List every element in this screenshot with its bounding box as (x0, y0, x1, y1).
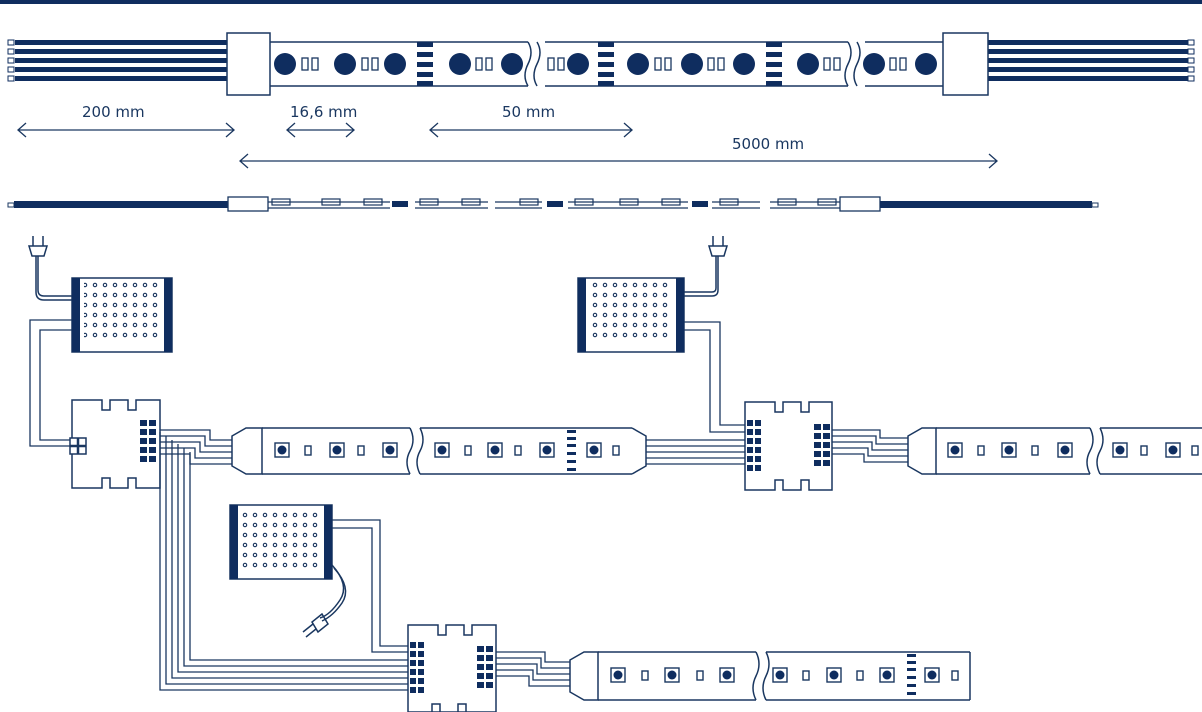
led (915, 53, 937, 75)
controller2-output-wires (832, 429, 908, 463)
strip1-to-controller2-wires (646, 439, 745, 465)
right-end-cap (942, 32, 989, 96)
plug-icon (302, 564, 347, 638)
dimension-arrows (17, 122, 998, 169)
strip1-leds (274, 430, 620, 471)
psu3-wires (332, 519, 408, 653)
strip-detail-cut-pads (417, 42, 782, 86)
power-supply-icon (577, 277, 685, 353)
strip-length-label: 5000 mm (732, 135, 804, 153)
led (733, 53, 755, 75)
led (384, 53, 406, 75)
connector-icon (569, 651, 599, 701)
plug-icon (684, 236, 729, 297)
psu1-wires (29, 319, 72, 447)
psu2-wires (684, 321, 745, 433)
strip-body (270, 41, 943, 87)
led-strip-icon (262, 427, 647, 475)
lead-length-label: 200 mm (82, 103, 145, 121)
rgb-controller-icon (744, 401, 833, 491)
left-lead-wires (7, 39, 227, 82)
led-strip-icon (598, 651, 971, 701)
led (501, 53, 523, 75)
led (681, 53, 703, 75)
strip-detail-leds (274, 53, 937, 75)
strip2-leds (947, 442, 1199, 458)
controller3-output-wires (496, 651, 570, 687)
led (863, 53, 885, 75)
strip-detail (7, 32, 1195, 96)
right-lead-wires (988, 39, 1195, 82)
power-supply-icon (229, 504, 333, 580)
led (449, 53, 471, 75)
bus-wires (159, 432, 408, 691)
rgb-controller-icon (69, 399, 161, 489)
plug-icon (27, 236, 72, 301)
led-strip-icon (936, 427, 1202, 475)
led-pitch-label: 16,6 mm (290, 103, 357, 121)
led (797, 53, 819, 75)
strip-detail-resistors (301, 57, 907, 71)
top-border (0, 0, 1202, 4)
connector-icon (231, 427, 263, 475)
led (627, 53, 649, 75)
controller1-output-wires (160, 429, 232, 465)
left-end-cap (226, 32, 271, 96)
segment-length-label: 50 mm (502, 103, 555, 121)
led (567, 53, 589, 75)
side-profile (7, 196, 1099, 212)
rgb-controller-icon (407, 624, 497, 712)
power-supply-icon (71, 277, 173, 353)
connector-icon (907, 427, 937, 475)
led (274, 53, 296, 75)
strip3-leds (610, 654, 959, 695)
led (334, 53, 356, 75)
